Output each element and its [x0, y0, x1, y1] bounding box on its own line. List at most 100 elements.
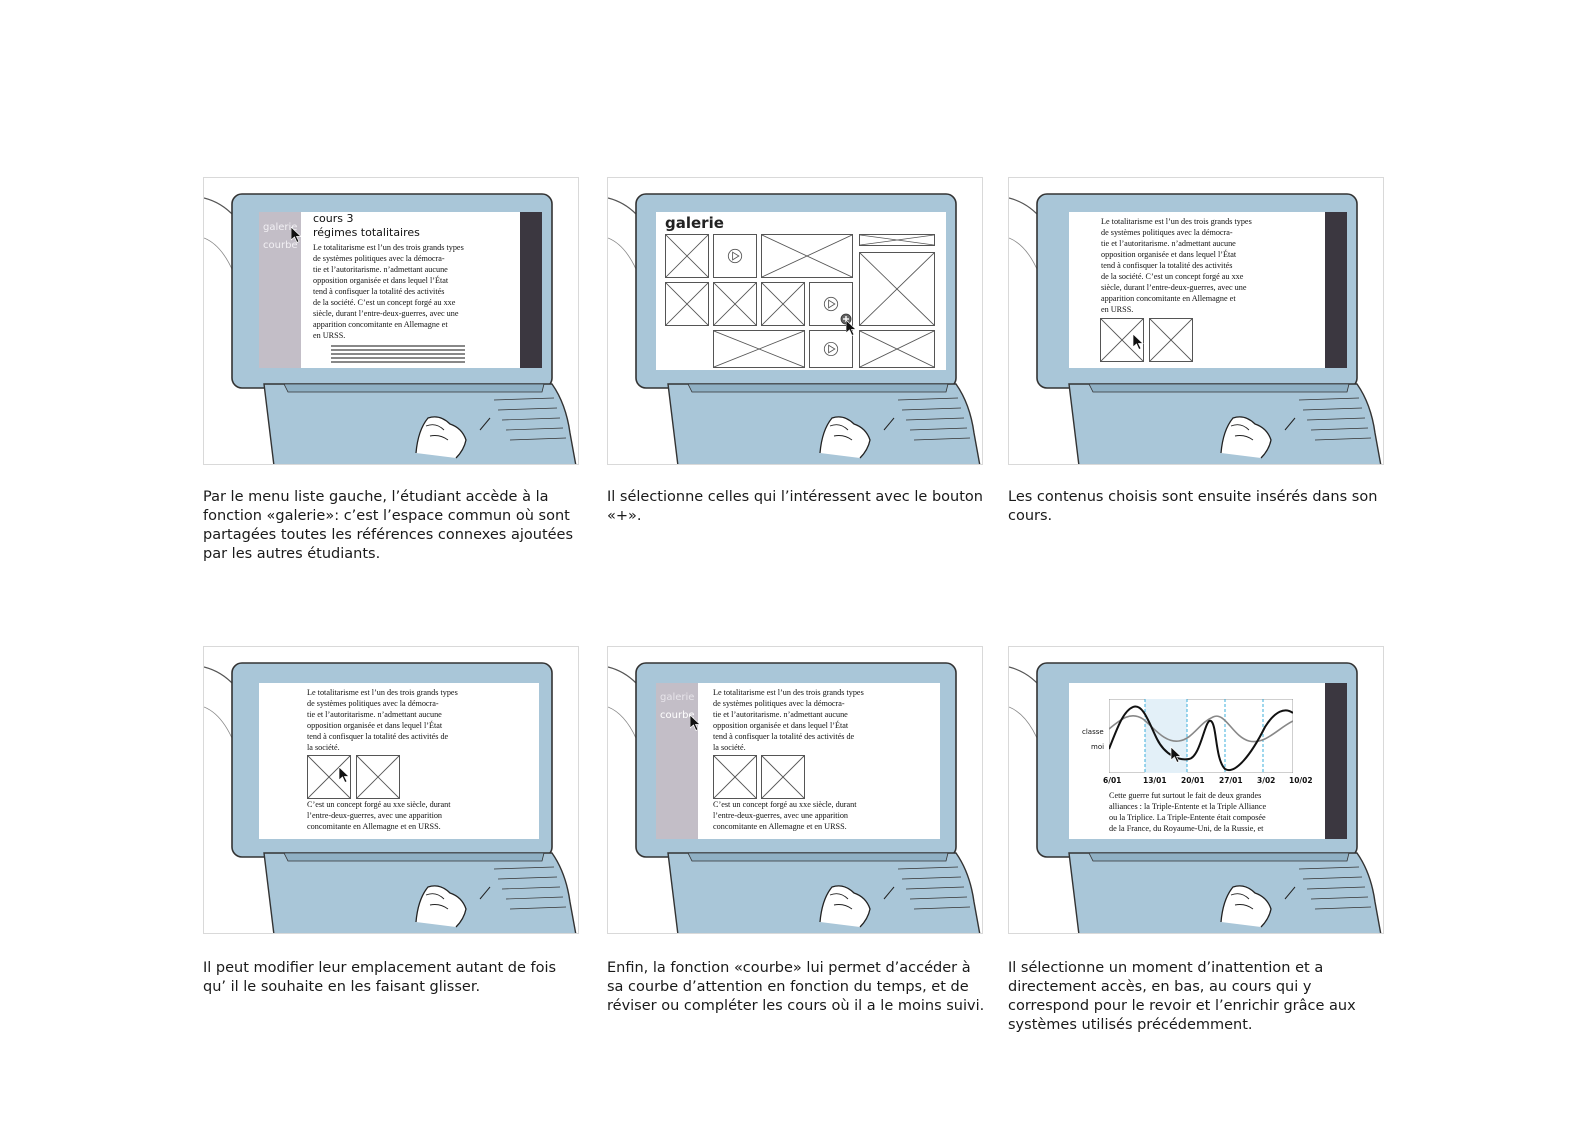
gallery-video-thumb[interactable] [809, 330, 853, 368]
gallery-image-thumb[interactable] [859, 234, 935, 246]
keyboard-line [1310, 896, 1369, 900]
course-text-bottom: C’est un concept forgé au xxe siècle, du… [307, 800, 451, 831]
laptop-hinge [283, 383, 545, 393]
keyboard-line [913, 906, 971, 910]
laptop-hinge [687, 852, 949, 862]
play-icon [727, 248, 743, 264]
keyboard-line [1306, 417, 1366, 421]
mouse-cursor-icon [1133, 334, 1144, 350]
storyboard-panel-3: Le totalitarisme est l’un des trois gran… [1008, 177, 1384, 465]
keyboard-line [497, 407, 558, 411]
laptop-base [1068, 852, 1382, 933]
image-2[interactable] [761, 755, 805, 799]
sidebar-item-courbe[interactable]: courbe [263, 240, 298, 251]
hand-sketch [819, 416, 871, 459]
inserted-image-2[interactable] [1149, 318, 1193, 362]
date-tick-label: 27/01 [1219, 776, 1243, 785]
mouse-cursor-icon [291, 227, 302, 243]
laptop-hinge [687, 383, 949, 393]
course-screen: Le totalitarisme est l’un des trois gran… [1069, 212, 1347, 368]
draggable-image-2[interactable] [356, 755, 400, 799]
hand-sketch [1230, 893, 1254, 910]
laptop-base [263, 852, 577, 933]
course-text: Le totalitarisme est l’un des trois gran… [1101, 217, 1252, 314]
gallery-image-thumb[interactable] [859, 252, 935, 326]
sidebar-item-courbe[interactable]: courbe [660, 710, 695, 721]
gallery-image-thumb[interactable] [761, 282, 805, 326]
laptop-base [263, 383, 577, 464]
text-lines-placeholder [331, 345, 465, 363]
keyboard-line [505, 896, 564, 900]
date-tick-label: 13/01 [1143, 776, 1167, 785]
hand-sketch [425, 893, 449, 910]
hand-sketch [819, 885, 871, 928]
laptop-base [667, 852, 981, 933]
keyboard-line [1314, 437, 1372, 441]
hand-sketch [415, 416, 467, 459]
curve-classe [1109, 714, 1293, 743]
keyboard-line [897, 866, 959, 870]
chart-frame [1109, 699, 1293, 773]
laptop-hinge [283, 852, 545, 862]
attention-curve-chart[interactable] [1109, 699, 1293, 773]
sidebar-item-galerie[interactable]: galerie [263, 222, 298, 233]
hand-sketch [1220, 885, 1272, 928]
gallery-video-thumb[interactable] [713, 234, 757, 278]
pen-sketch [883, 417, 895, 431]
keyboard-line [497, 876, 558, 880]
curve-moi [1109, 705, 1293, 772]
keyboard-line [1310, 427, 1369, 431]
course-text: Le totalitarisme est l’un des trois gran… [313, 243, 464, 340]
panel-1-caption: Par le menu liste gauche, l’étudiant acc… [203, 489, 574, 562]
sidebar-item-galerie[interactable]: galerie [660, 692, 695, 703]
course-title: régimes totalitaires [313, 226, 420, 239]
storyboard-panel-2: galerie [607, 177, 983, 465]
gallery-image-thumb[interactable] [859, 330, 935, 368]
laptop-hinge [1088, 852, 1350, 862]
gallery-image-thumb[interactable] [761, 234, 853, 278]
hand-sketch [425, 424, 449, 441]
course-text-bottom: C’est un concept forgé au xxe siècle, du… [713, 800, 857, 831]
date-tick-label: 20/01 [1181, 776, 1205, 785]
keyboard-line [509, 437, 567, 441]
laptop-base [1068, 383, 1382, 464]
sidebar-menu: galerie courbe [259, 212, 301, 368]
keyboard-line [505, 427, 564, 431]
sidebar-menu: galerie courbe [656, 683, 698, 839]
course-text-top: Le totalitarisme est l’un des trois gran… [307, 688, 458, 752]
gallery-image-thumb[interactable] [665, 282, 709, 326]
keyboard-line [493, 397, 555, 401]
mouse-cursor-icon [846, 320, 857, 336]
date-tick-label: 10/02 [1289, 776, 1313, 785]
keyboard-line [501, 886, 561, 890]
gallery-screen: galerie [656, 212, 946, 370]
keyboard-line [897, 397, 959, 401]
date-tick-label: 6/01 [1103, 776, 1122, 785]
keyboard-line [1306, 886, 1366, 890]
image-1[interactable] [713, 755, 757, 799]
panel-2-caption: Il sélectionne celles qui l’intéressent … [607, 489, 983, 524]
laptop-screen: galerie courbe cours 3 régimes totalitai… [259, 212, 542, 368]
keyboard-line [1298, 397, 1360, 401]
storyboard-panel-1: galerie courbe cours 3 régimes totalitai… [203, 177, 579, 465]
gallery-image-thumb[interactable] [713, 330, 805, 368]
add-plus-icon[interactable] [840, 313, 852, 325]
gallery-image-thumb[interactable] [713, 282, 757, 326]
inserted-image-1[interactable] [1100, 318, 1144, 362]
keyboard-line [901, 407, 962, 411]
keyboard-line [913, 437, 971, 441]
keyboard-line [909, 896, 968, 900]
keyboard-line [905, 886, 965, 890]
keyboard-line [501, 417, 561, 421]
scroll-bar [1325, 683, 1347, 839]
gallery-image-thumb[interactable] [665, 234, 709, 278]
keyboard-line [1302, 876, 1363, 880]
legend-moi: moi [1091, 743, 1105, 751]
pen-sketch [1284, 417, 1296, 431]
panel-5-caption: Enfin, la fonction «courbe» lui permet d… [607, 960, 985, 1014]
pen-sketch [1284, 886, 1296, 900]
laptop-base [667, 383, 981, 464]
course-screen: galerie courbe Le totalitarisme est l’un… [656, 683, 940, 839]
mouse-cursor-icon [1170, 746, 1182, 763]
panel-3-caption: Les contenus choisis sont ensuite inséré… [1008, 489, 1378, 524]
